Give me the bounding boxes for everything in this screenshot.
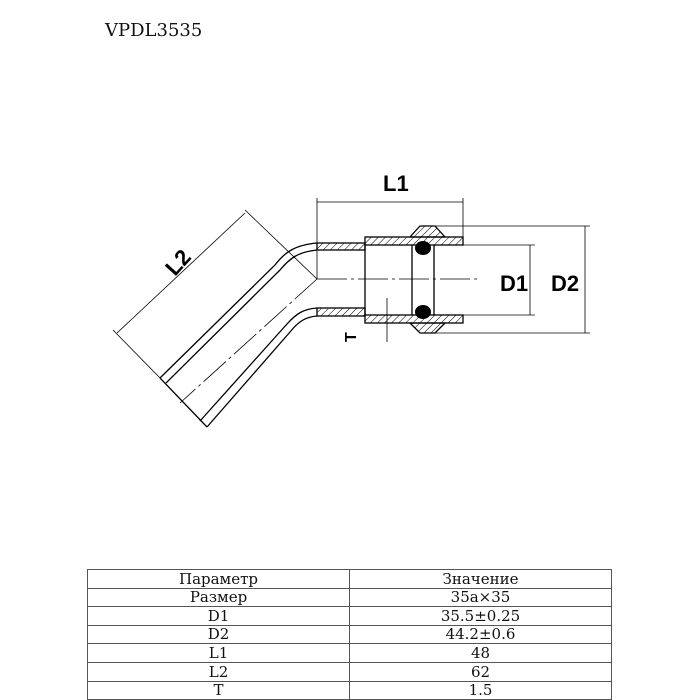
label-d1: D1: [500, 271, 528, 296]
o-ring-top: [415, 241, 431, 255]
socket-wall-top: [364, 236, 464, 246]
label-l1: L1: [383, 171, 409, 196]
param-cell: D2: [87, 624, 350, 645]
product-code: VPDL3535: [105, 20, 203, 41]
param-cell: D1: [87, 606, 350, 626]
label-d2: D2: [551, 271, 579, 296]
pipe-wall-top: [316, 242, 366, 251]
pipe-wall-bottom: [316, 307, 366, 317]
socket-bulge-top: [408, 225, 447, 238]
param-cell: Размер: [87, 587, 350, 608]
value-cell: 35.5±0.25: [349, 606, 612, 626]
table-header: Параметр Значение: [87, 569, 612, 589]
param-cell: L1: [87, 643, 350, 663]
param-cell: L2: [87, 661, 350, 682]
value-cell: 1.5: [349, 680, 612, 700]
label-l2: L2: [160, 245, 196, 281]
fitting-drawing: L1 D1 D2 L2 T: [112, 171, 590, 428]
param-cell: T: [87, 680, 350, 700]
value-cell: 35a×35: [349, 587, 612, 608]
value-cell: 48: [349, 643, 612, 663]
socket-bulge-bottom: [408, 322, 447, 334]
bend-outer-bottom: [206, 315, 318, 428]
bend-outer-top: [159, 242, 318, 379]
socket-wall-bottom: [364, 314, 464, 324]
value-cell: 44.2±0.6: [349, 624, 612, 645]
header-parameter: Параметр: [87, 569, 350, 589]
label-t: T: [343, 332, 360, 342]
o-ring-bottom: [415, 305, 431, 319]
header-value: Значение: [349, 569, 612, 589]
value-cell: 62: [349, 661, 612, 682]
